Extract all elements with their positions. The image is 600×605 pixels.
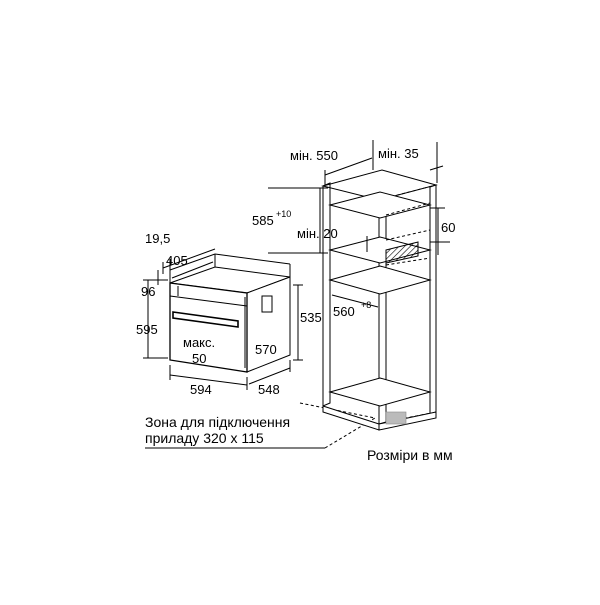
oven-dimensions: [143, 248, 376, 449]
label-560: 560: [333, 304, 355, 319]
oven-control-strip-line: [169, 295, 248, 307]
label-max-value: 50: [192, 351, 206, 366]
cabinet-dimensions: [268, 140, 450, 308]
label-405: 405: [166, 253, 188, 268]
units-note: Розміри в мм: [367, 447, 453, 463]
labels: 19,5 405 96 595 макс. 50 570 535 594 548…: [136, 146, 455, 463]
label-560-tolerance: +8: [361, 300, 371, 310]
connection-zone-line2: приладу 320 x 115: [145, 430, 264, 446]
oven-door-handle: [172, 311, 239, 328]
label-19-5: 19,5: [145, 231, 170, 246]
label-vent-min: мін. 35: [378, 146, 419, 161]
label-max: макс.: [183, 335, 215, 350]
label-60: 60: [441, 220, 455, 235]
label-585-tolerance: +10: [276, 209, 291, 219]
oven-front: [169, 282, 248, 373]
oven-drawing: [169, 253, 291, 373]
vent-grille: [385, 241, 419, 264]
cabinet-drawing: [321, 169, 438, 431]
oven-side-face: [246, 276, 291, 373]
label-niche-depth-min: мін. 550: [290, 148, 338, 163]
label-535: 535: [300, 310, 322, 325]
label-570: 570: [255, 342, 277, 357]
label-595: 595: [136, 322, 158, 337]
label-548: 548: [258, 382, 280, 397]
connection-zone-line1: Зона для підключення: [145, 414, 290, 430]
label-gap-min: мін. 20: [297, 226, 338, 241]
label-585: 585: [252, 213, 274, 228]
label-594: 594: [190, 382, 212, 397]
label-96: 96: [141, 284, 155, 299]
